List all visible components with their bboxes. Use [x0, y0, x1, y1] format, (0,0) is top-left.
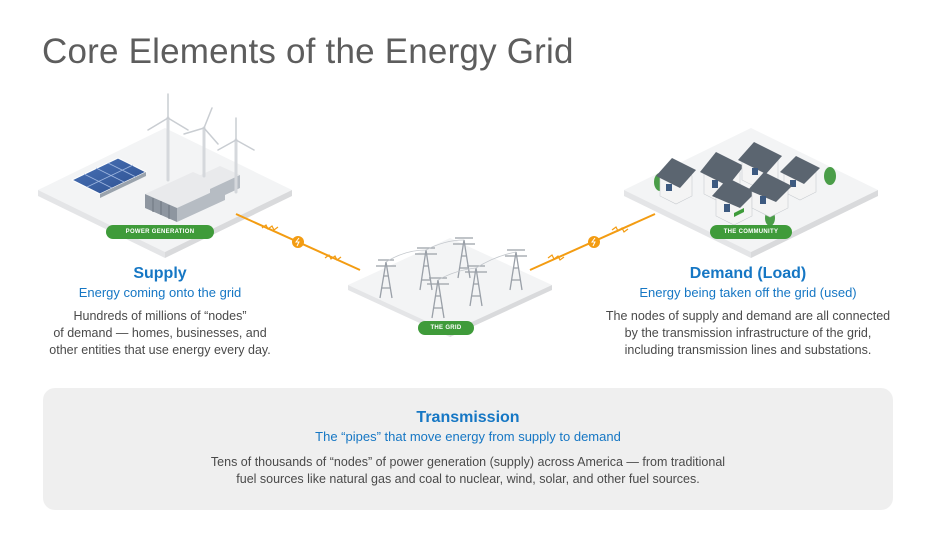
page-title: Core Elements of the Energy Grid	[42, 32, 574, 71]
power-tower-icon	[376, 237, 527, 319]
community-scene	[624, 128, 878, 258]
transmission-heading: Transmission	[416, 409, 520, 426]
house-icon	[656, 142, 820, 226]
power-generation-label: POWER GENERATION	[106, 225, 214, 239]
transmission-body-line: Tens of thousands of “nodes” of power ge…	[210, 455, 726, 469]
supply-body: Hundreds of millions of “nodes” of deman…	[20, 308, 300, 359]
supply-body-line: of demand — homes, businesses, and	[53, 326, 267, 340]
supply-body-line: other entities that use energy every day…	[49, 343, 271, 357]
transmission-panel: Transmission The “pipes” that move energ…	[43, 388, 893, 510]
the-grid-label: THE GRID	[418, 321, 474, 335]
demand-body-line: by the transmission infrastructure of th…	[624, 326, 872, 340]
transmission-section: Transmission The “pipes” that move energ…	[43, 408, 893, 488]
demand-body-line: including transmission lines and substat…	[624, 343, 872, 357]
supply-section: Supply Energy coming onto the grid Hundr…	[20, 264, 300, 359]
lightning-bolt-icon	[295, 237, 300, 247]
demand-heading: Demand (Load)	[689, 265, 807, 282]
power-generation-scene	[38, 93, 292, 258]
lightning-bolt-icon	[591, 237, 596, 247]
wind-turbine-icon	[147, 93, 255, 194]
transmission-body-line: fuel sources like natural gas and coal t…	[236, 472, 700, 486]
demand-body-line: The nodes of supply and demand are all c…	[605, 309, 891, 323]
transmission-subheading: The “pipes” that move energy from supply…	[315, 429, 621, 444]
transmission-body: Tens of thousands of “nodes” of power ge…	[43, 454, 893, 488]
power-line-right	[529, 213, 656, 271]
battery-storage-icon	[145, 166, 240, 222]
grid-illustration	[38, 93, 878, 337]
demand-body: The nodes of supply and demand are all c…	[566, 308, 930, 359]
supply-subheading: Energy coming onto the grid	[78, 285, 242, 300]
power-line-left	[235, 213, 361, 271]
supply-heading: Supply	[133, 265, 187, 282]
demand-section: Demand (Load) Energy being taken off the…	[566, 264, 930, 359]
demand-subheading: Energy being taken off the grid (used)	[639, 285, 857, 300]
supply-body-line: Hundreds of millions of “nodes”	[73, 309, 247, 323]
the-community-label: THE COMMUNITY	[710, 225, 792, 239]
solar-panel-icon	[70, 157, 148, 198]
